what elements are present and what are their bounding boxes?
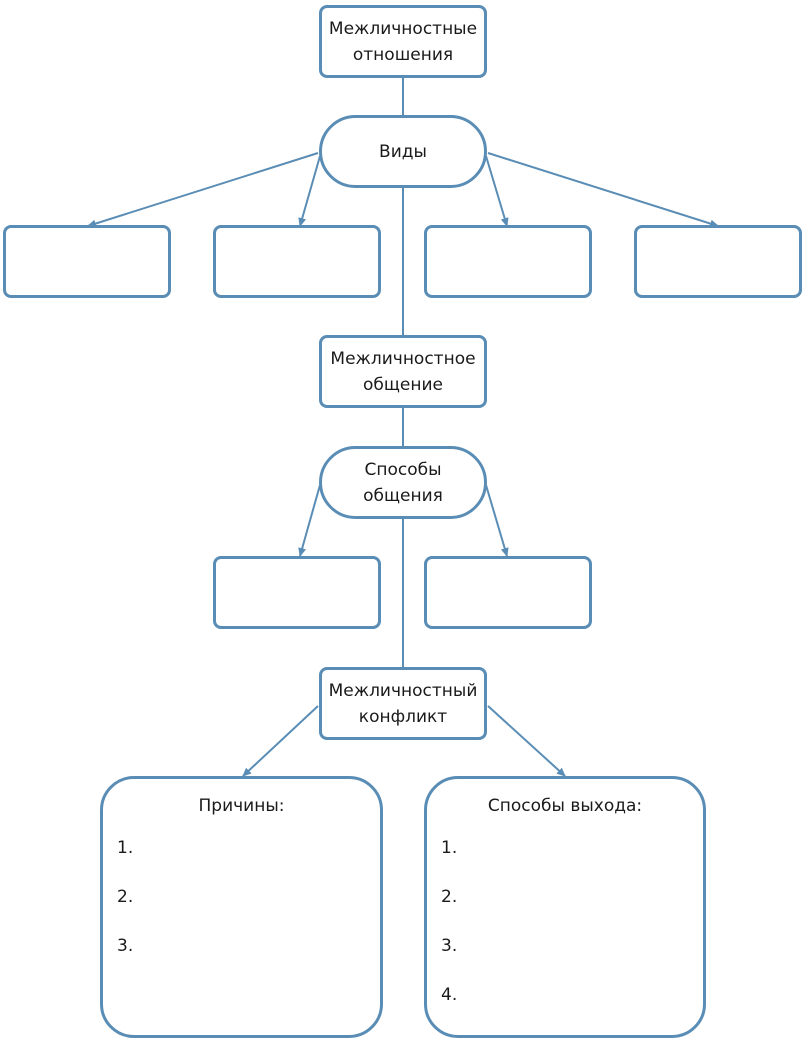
way-box-1[interactable] (213, 556, 381, 629)
cause-item-1[interactable]: 1. (117, 838, 134, 858)
types-node: Виды (319, 115, 487, 188)
causes-title: Причины: (198, 796, 285, 816)
exit-item-1[interactable]: 1. (441, 838, 458, 858)
exits-list: 1. 2. 3. 4. (441, 835, 457, 1031)
type-box-1[interactable] (3, 225, 171, 298)
types-label: Виды (379, 141, 427, 162)
type-box-3[interactable] (424, 225, 592, 298)
arrow-conflict-causes (242, 705, 319, 777)
exit-item-2[interactable]: 2. (441, 887, 458, 907)
arrow-conflict-exits (487, 705, 566, 777)
ways-node: Способы общения (319, 446, 487, 519)
conflict-label: Межличностный конфликт (328, 680, 478, 727)
arrow-types-1 (87, 152, 319, 228)
arrow-types-2 (298, 155, 321, 227)
arrow-ways-1 (298, 484, 321, 557)
arrow-types-4 (487, 152, 719, 228)
relations-label: Межличностные отношения (328, 18, 478, 65)
causes-list: 1. 2. 3. (117, 835, 133, 982)
communication-label: Межличностное общение (330, 348, 476, 395)
type-box-2[interactable] (213, 225, 381, 298)
relations-node: Межличностные отношения (319, 5, 487, 78)
cause-item-2[interactable]: 2. (117, 887, 134, 907)
way-box-2[interactable] (424, 556, 592, 629)
conflict-node: Межличностный конфликт (319, 667, 487, 740)
exit-item-3[interactable]: 3. (441, 936, 458, 956)
exits-title: Способы выхода: (487, 796, 643, 816)
cause-item-3[interactable]: 3. (117, 936, 134, 956)
arrow-ways-2 (485, 484, 509, 557)
communication-node: Межличностное общение (319, 335, 487, 408)
ways-label: Способы общения (363, 459, 443, 506)
type-box-4[interactable] (634, 225, 802, 298)
arrow-types-3 (485, 155, 509, 227)
exit-item-4[interactable]: 4. (441, 985, 458, 1005)
causes-box: Причины: 1. 2. 3. (100, 776, 383, 1038)
exits-box: Способы выхода: 1. 2. 3. 4. (424, 776, 706, 1038)
